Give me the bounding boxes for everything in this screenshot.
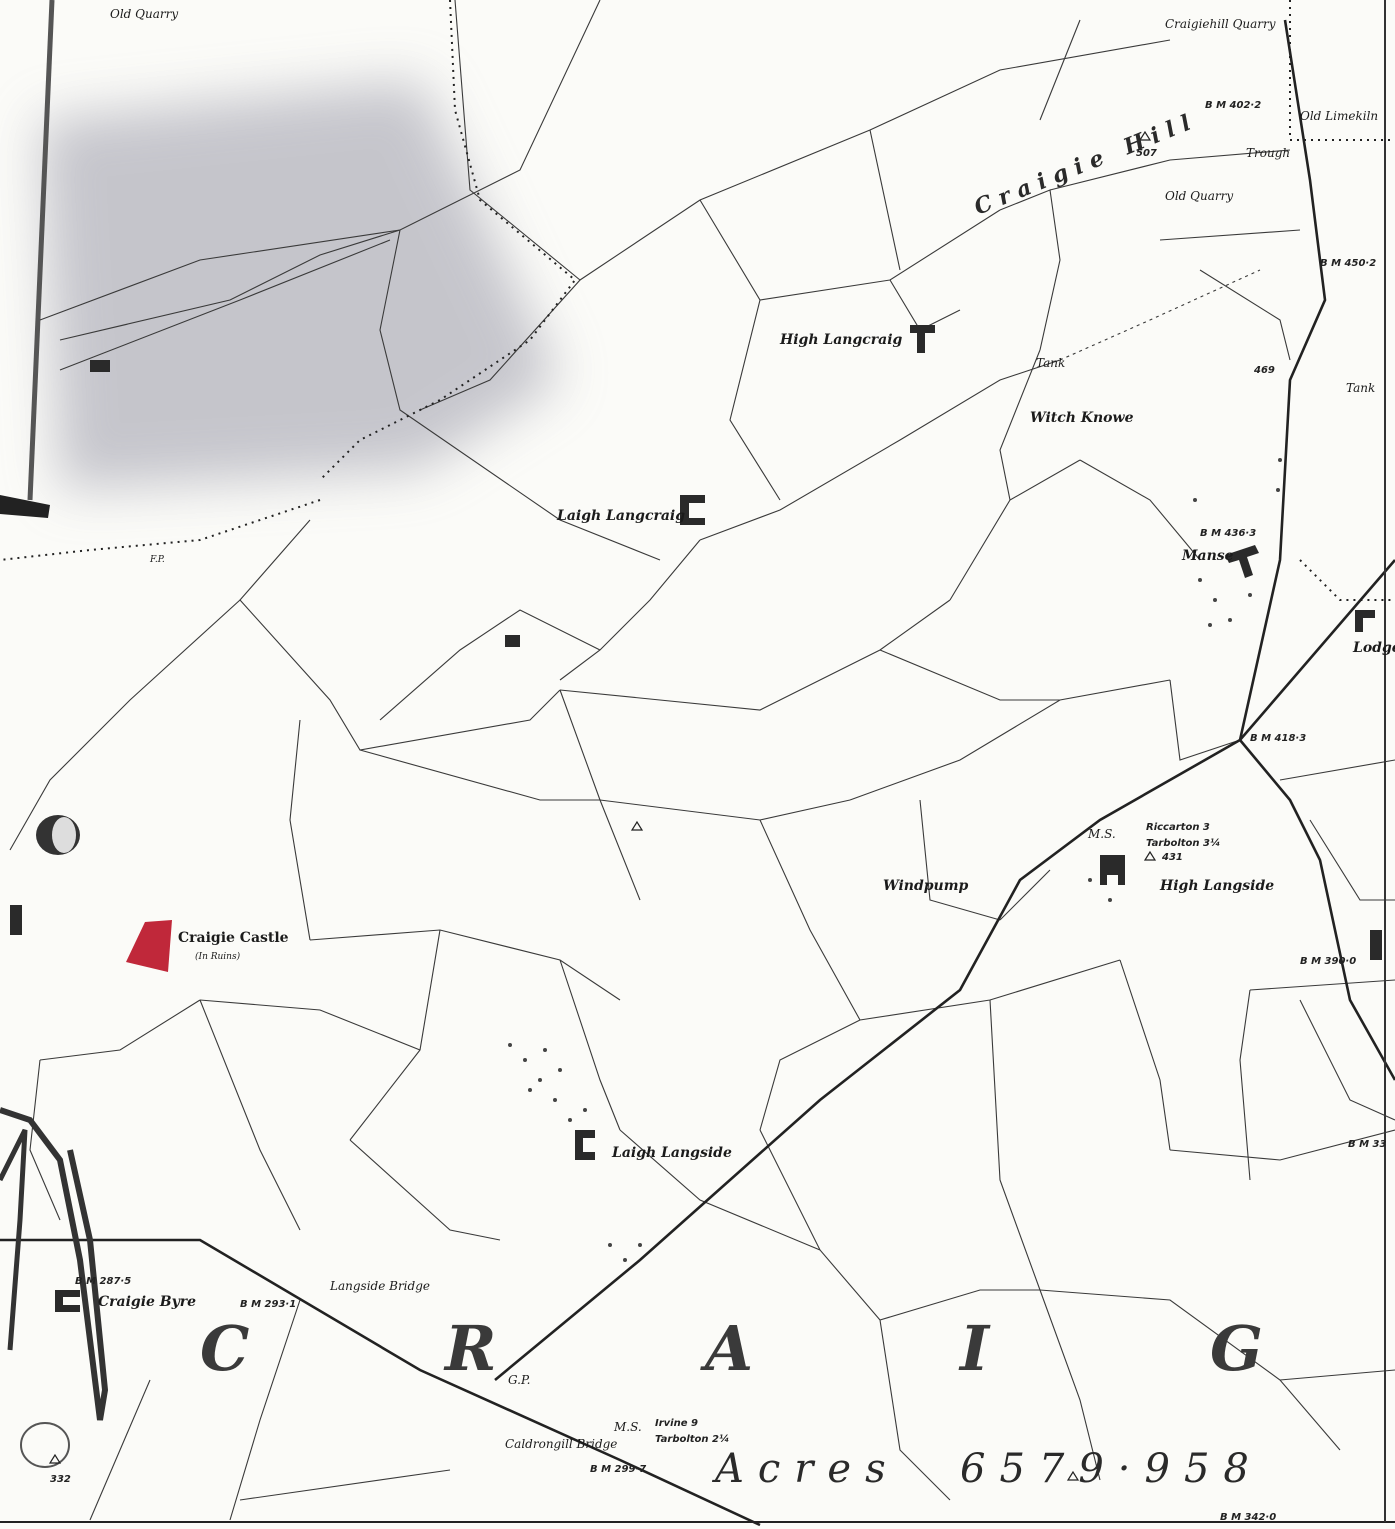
label-manse: Manse — [1181, 548, 1234, 564]
label-tank-2: Tank — [1346, 381, 1375, 395]
label-craigie-byre: Craigie Byre — [98, 1294, 196, 1310]
ink-blots — [0, 815, 109, 1468]
benchmark-342: B M 342·0 — [1220, 1512, 1276, 1523]
benchmark-450: B M 450·2 — [1320, 258, 1376, 269]
label-laigh-langcraig: Laigh Langcraig — [556, 508, 685, 524]
district-letter-r: R — [443, 1312, 497, 1385]
label-old-quarry-mid: Old Quarry — [1165, 189, 1233, 203]
label-laigh-langside: Laigh Langside — [611, 1145, 732, 1161]
milestone-distances: Riccarton 3 Tarbolton 3¼ Irvine 9 Tarbol… — [655, 822, 1220, 1445]
spot-heights: 507 469 431 332 — [50, 148, 1275, 1485]
label-ms-2: M.S. — [613, 1420, 642, 1434]
benchmark-287: B M 287·5 — [75, 1276, 131, 1287]
spot-height-332: 332 — [50, 1474, 71, 1485]
benchmark-390: B M 390·0 — [1300, 956, 1356, 967]
acres-value: 6579·958 — [960, 1446, 1263, 1492]
ms2-line2: Tarbolton 2¼ — [655, 1433, 729, 1445]
benchmark-418: B M 418·3 — [1250, 733, 1306, 744]
benchmark-293: B M 293·1 — [240, 1299, 296, 1310]
left-sheet-edge — [0, 0, 55, 518]
label-old-limekiln: Old Limekiln — [1300, 109, 1378, 123]
benchmarks: B M 402·2 B M 450·2 B M 436·3 B M 418·3 … — [75, 100, 1386, 1523]
label-gp: G.P. — [508, 1373, 530, 1387]
label-ms-1: M.S. — [1087, 827, 1116, 841]
spot-height-469: 469 — [1253, 365, 1275, 376]
benchmark-33: B M 33 — [1348, 1139, 1386, 1150]
label-lodge: Lodge — [1352, 640, 1395, 656]
field-boundaries — [9, 0, 1395, 1521]
buildings — [10, 325, 1382, 1312]
label-craigie-castle-note: (In Ruins) — [195, 951, 241, 962]
place-names: Old Quarry Craigiehill Quarry Old Limeki… — [98, 7, 1395, 1451]
benchmark-436: B M 436·3 — [1200, 528, 1256, 539]
spot-height-markers — [48, 130, 1157, 1481]
label-langside-bridge: Langside Bridge — [329, 1279, 430, 1293]
spot-height-507: 507 — [1136, 148, 1157, 159]
ms1-line1: Riccarton 3 — [1146, 822, 1210, 833]
label-high-langside: High Langside — [1159, 878, 1274, 894]
spot-height-431: 431 — [1161, 852, 1183, 863]
label-high-langcraig: High Langcraig — [779, 332, 903, 348]
benchmark-402: B M 402·2 — [1205, 100, 1261, 111]
ms1-line2: Tarbolton 3¼ — [1146, 837, 1220, 849]
woodland — [508, 458, 1282, 1262]
district-letter-c: C — [200, 1312, 249, 1385]
district-letter-g: G — [1210, 1312, 1263, 1385]
label-tank-1: Tank — [1036, 356, 1065, 370]
label-trough: Trough — [1246, 146, 1290, 160]
label-caldrongill-bridge: Caldrongill Bridge — [505, 1437, 617, 1451]
label-witch-knowe: Witch Knowe — [1030, 410, 1134, 426]
district-letter-i: I — [958, 1312, 991, 1385]
tracks — [39, 0, 1261, 681]
craigie-castle-ruin[interactable] — [126, 920, 172, 972]
label-craigiehill-quarry: Craigiehill Quarry — [1165, 17, 1276, 31]
district-letter-a: A — [700, 1312, 753, 1385]
parish-boundaries — [0, 0, 1395, 601]
ms2-line1: Irvine 9 — [655, 1418, 698, 1429]
faded-shading — [40, 80, 560, 490]
acres-label: Acres — [711, 1446, 900, 1492]
label-old-quarry-top: Old Quarry — [110, 7, 178, 21]
label-fp: F.P. — [149, 555, 165, 565]
benchmark-299: B M 299·7 — [590, 1464, 646, 1475]
label-craigie-castle: Craigie Castle — [178, 930, 289, 946]
label-windpump: Windpump — [883, 878, 969, 894]
